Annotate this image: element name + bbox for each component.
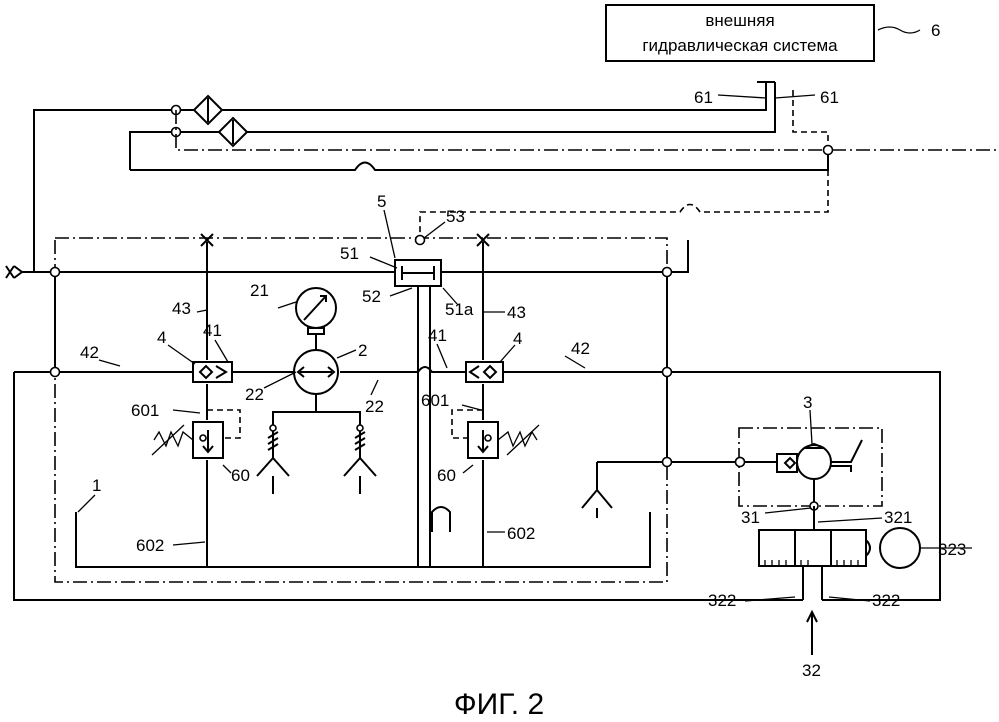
flow-unit-2 [294,328,338,394]
label-22-left: 22 [245,385,264,404]
label-2: 2 [358,341,367,360]
label-60-right: 60 [437,466,456,485]
filter-upper [194,96,222,124]
label-1: 1 [92,476,101,495]
label-42-right: 42 [571,339,590,358]
label-41-right: 41 [428,326,447,345]
label-61-right: 61 [820,88,839,107]
external-hydraulic-system-box: внешняя гидравлическая система [606,5,874,61]
label-51a: 51a [445,300,474,319]
label-4-right: 4 [513,329,522,348]
label-21: 21 [250,281,269,300]
check-valve-4-left [193,362,232,382]
label-60-left: 60 [231,466,250,485]
label-61-left: 61 [694,88,713,107]
filter-lower [219,118,247,146]
label-22-right: 22 [365,397,384,416]
external-system-label-line2: гидравлическая система [642,36,838,55]
label-52: 52 [362,287,381,306]
supply-line-61 [34,82,775,272]
label-4-left: 4 [157,328,166,347]
label-31: 31 [741,508,760,527]
label-322-right: 322 [872,591,900,610]
pressure-gauge-21 [296,288,336,328]
label-322-left: 322 [708,591,736,610]
figure-caption: ФИГ. 2 [454,688,544,721]
cylinder-32 [759,528,920,568]
label-321: 321 [884,508,912,527]
label-5: 5 [377,192,386,211]
relief-valve-60-left [152,410,240,458]
external-system-label-line1: внешняя [705,11,774,30]
check-valve-4-right [466,362,503,382]
label-3: 3 [803,393,812,412]
check-valve-pump3 [777,454,797,472]
label-43-right: 43 [507,303,526,322]
label-323: 323 [938,540,966,559]
label-43-left: 43 [172,299,191,318]
label-6: 6 [931,21,940,40]
label-601-left: 601 [131,401,159,420]
label-602-right: 602 [507,524,535,543]
selector-valve-5 [395,260,441,286]
label-53: 53 [446,207,465,226]
relief-valve-60-right [452,410,539,458]
label-51: 51 [340,244,359,263]
label-602-left: 602 [136,536,164,555]
label-41-left: 41 [203,321,222,340]
label-42-left: 42 [80,343,99,362]
label-32: 32 [802,661,821,680]
label-601-right: 601 [421,391,449,410]
quick-coupler-left [6,266,22,278]
hand-pump-3 [797,440,862,510]
